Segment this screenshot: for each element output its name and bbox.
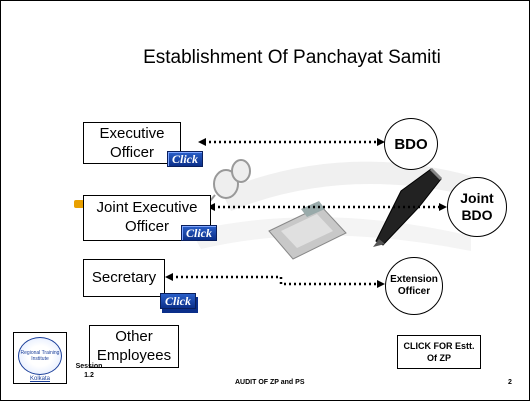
swoosh-decoration (221, 161, 471, 211)
joint-bdo-circle: Joint BDO (447, 177, 507, 237)
rti-logo: Regional Training Institute Kolkata (13, 332, 67, 384)
click-button-executive-officer[interactable]: Click (167, 151, 203, 167)
click-button-joint-executive-officer[interactable]: Click (181, 225, 217, 241)
connector-secretary-extension (171, 275, 379, 286)
joint-executive-officer-box: Joint Executive Officer (83, 195, 211, 241)
secretary-label: Secretary (91, 269, 157, 286)
joint-bdo-label: Joint BDO (460, 190, 494, 223)
extension-officer-label: Extension Officer (390, 274, 438, 297)
executive-officer-box: Executive Officer (83, 122, 181, 164)
new-icon (74, 200, 84, 208)
other-employees-box: Other Employees (89, 325, 179, 368)
footer-title: AUDIT OF ZP and PS (235, 379, 305, 386)
other-employees-label: Other Employees (96, 328, 172, 364)
bdo-label: BDO (394, 135, 428, 153)
click-for-estt-zp-button[interactable]: CLICK FOR Estt. Of ZP (397, 335, 481, 369)
bdo-circle: BDO (384, 118, 438, 170)
calculator-icon (268, 201, 347, 260)
slide-title: Establishment Of Panchayat Samiti (143, 47, 441, 68)
page-number: 2 (508, 379, 512, 386)
secretary-box: Secretary (83, 259, 165, 297)
joint-executive-officer-label: Joint Executive Officer (96, 199, 198, 235)
extension-officer-circle: Extension Officer (385, 257, 443, 315)
rti-logo-emblem: Regional Training Institute (18, 337, 62, 375)
session-label: Session 1.2 (75, 363, 103, 379)
rti-logo-caption: Kolkata (29, 376, 50, 382)
executive-officer-label: Executive Officer (99, 125, 165, 161)
click-button-secretary[interactable]: Click (160, 293, 196, 309)
